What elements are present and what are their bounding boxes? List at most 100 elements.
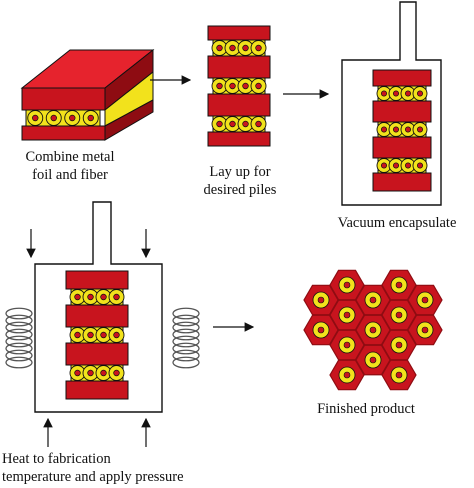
fiber-core	[317, 326, 325, 334]
coil-turn	[172, 349, 200, 362]
coil-turn	[5, 335, 33, 348]
metal-foil-plate	[207, 93, 271, 117]
caption-line: Combine metal	[25, 149, 115, 165]
step-vacuum-container	[341, 1, 442, 206]
fiber-core	[416, 162, 424, 169]
coil-turn	[5, 356, 33, 369]
fiber-core	[216, 82, 223, 90]
fiber-layer	[25, 109, 101, 127]
fiber-core	[229, 82, 236, 90]
fiber-core	[343, 371, 351, 379]
fiber-core	[74, 369, 81, 377]
fiber-core	[255, 120, 262, 128]
fiber-core	[343, 341, 351, 349]
fiber-core	[242, 82, 249, 90]
fiber-core	[113, 369, 120, 377]
fiber-core	[100, 331, 107, 339]
caption-finished: Finished product	[296, 400, 436, 418]
caption-vacuum: Vacuum encapsulate	[324, 214, 470, 232]
metal-foil-plate	[65, 342, 129, 366]
fiber-core	[404, 162, 412, 169]
coil-turn	[5, 321, 33, 334]
coil-turn	[5, 328, 33, 341]
metal-foil-plate	[65, 304, 129, 328]
fiber-core	[113, 331, 120, 339]
fiber-core	[343, 311, 351, 319]
block-front-upper	[21, 87, 106, 111]
fiber-core	[392, 126, 400, 133]
coil-turn	[172, 307, 200, 320]
fiber-core	[369, 296, 377, 304]
coil-turn	[5, 314, 33, 327]
coil-turn	[172, 335, 200, 348]
metal-foil-plate	[65, 380, 129, 400]
fiber-core	[404, 90, 412, 97]
fiber-core	[317, 296, 325, 304]
fiber-core	[87, 114, 94, 122]
step-heat-press-container	[5, 201, 200, 447]
fiber-core	[369, 326, 377, 334]
fiber-core	[87, 293, 94, 301]
heating-coil-icon	[5, 307, 33, 369]
step-combine-block	[20, 48, 155, 141]
fiber-core	[255, 44, 262, 52]
fiber-core	[32, 114, 39, 122]
fiber-core	[369, 356, 377, 364]
metal-foil-plate	[372, 100, 432, 123]
coil-turn	[5, 349, 33, 362]
metal-foil-plate	[65, 270, 129, 290]
caption-line: desired piles	[203, 182, 277, 198]
fiber-core	[380, 162, 388, 169]
caption-line: Vacuum encapsulate	[337, 215, 457, 231]
step-layup-stack	[207, 25, 271, 147]
fiber-core	[216, 120, 223, 128]
fiber-core	[343, 281, 351, 289]
caption-line: foil and fiber	[32, 167, 108, 183]
fiber-core	[74, 293, 81, 301]
fiber-core	[229, 120, 236, 128]
heating-coil-icon	[172, 307, 200, 369]
fiber-core	[395, 341, 403, 349]
fiber-core	[421, 326, 429, 334]
fiber-core	[404, 126, 412, 133]
coil-turn	[5, 342, 33, 355]
fiber-core	[74, 331, 81, 339]
fiber-core	[380, 90, 388, 97]
caption-layup: Lay up for desired piles	[180, 163, 300, 199]
fiber-core	[242, 44, 249, 52]
coil-turn	[172, 321, 200, 334]
fiber-core	[242, 120, 249, 128]
metal-foil-plate	[207, 25, 271, 41]
metal-foil-plate	[207, 55, 271, 79]
caption-line: Finished product	[317, 401, 415, 417]
fiber-core	[392, 90, 400, 97]
fiber-core	[395, 371, 403, 379]
fiber-core	[416, 90, 424, 97]
fiber-core	[87, 369, 94, 377]
fiber-core	[380, 126, 388, 133]
fiber-core	[100, 293, 107, 301]
coil-turn	[172, 342, 200, 355]
fiber-core	[216, 44, 223, 52]
caption-line: Heat to fabrication	[2, 451, 111, 467]
caption-line: Lay up for	[209, 164, 271, 180]
fiber-core	[392, 162, 400, 169]
fiber-core	[395, 311, 403, 319]
fiber-core	[100, 369, 107, 377]
block-front-lower	[21, 125, 106, 141]
step-finished-product	[303, 269, 443, 391]
fiber-core	[416, 126, 424, 133]
coil-turn	[172, 314, 200, 327]
metal-foil-plate	[372, 69, 432, 87]
fiber-core	[421, 296, 429, 304]
fiber-core	[395, 281, 403, 289]
metal-foil-plate	[207, 131, 271, 147]
fiber-core	[113, 293, 120, 301]
fiber-core	[50, 114, 57, 122]
coil-turn	[172, 328, 200, 341]
metal-foil-plate	[372, 172, 432, 192]
fiber-core	[255, 82, 262, 90]
fiber-core	[87, 331, 94, 339]
fiber-core	[229, 44, 236, 52]
